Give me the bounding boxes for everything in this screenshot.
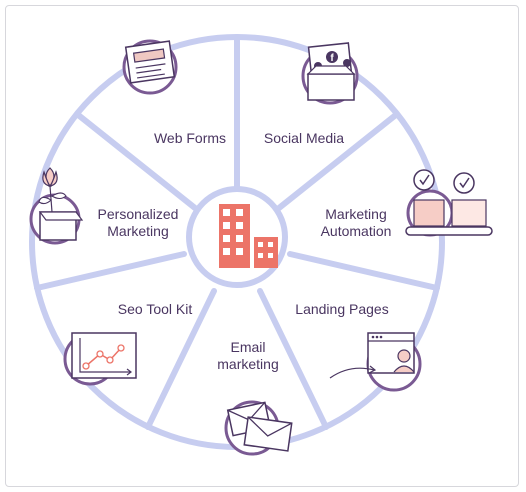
spoke-lower-right — [257, 288, 329, 430]
email-marketing-badge — [224, 400, 293, 456]
office-building-icon — [219, 204, 278, 268]
line-graph-icon — [71, 332, 137, 379]
social-media-box-icon: f — [306, 42, 356, 101]
spoke-upper-right — [276, 111, 400, 211]
label-landing-pages: Landing Pages — [295, 301, 389, 317]
spoke-right — [287, 251, 440, 291]
envelopes-icon — [226, 401, 293, 452]
marketing-automation-badge — [405, 169, 493, 237]
label-web-forms: Web Forms — [153, 130, 227, 146]
center-hub — [186, 186, 288, 288]
web-forms-badge — [122, 39, 178, 95]
browser-user-profile-icon — [329, 332, 415, 379]
spoke-left — [34, 251, 187, 291]
label-social-media: Social Media — [263, 130, 345, 146]
label-seo-tool-kit: Seo Tool Kit — [117, 301, 193, 317]
personalized-marketing-badge — [29, 167, 84, 245]
label-marketing-automation: Marketing Automation — [320, 206, 392, 239]
label-email-marketing: Email marketing — [217, 339, 279, 372]
spokes — [34, 34, 440, 430]
seo-tool-kit-badge — [63, 332, 137, 386]
spoke-lower-left — [145, 288, 217, 430]
flower-in-box-icon — [38, 167, 84, 241]
web-form-document-icon — [124, 40, 176, 84]
svg-text:f: f — [330, 53, 334, 64]
spoke-upper-left — [74, 111, 198, 211]
landing-pages-badge — [329, 332, 422, 392]
label-personalized-marketing: Personalized Marketing — [97, 206, 179, 239]
social-media-badge: f — [301, 42, 359, 105]
conveyor-checkmark-boxes-icon — [405, 169, 493, 236]
